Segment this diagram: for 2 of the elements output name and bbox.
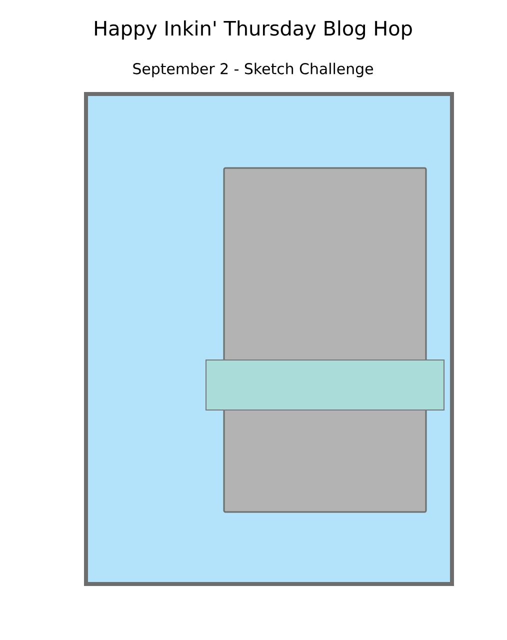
title: Happy Inkin' Thursday Blog Hop bbox=[95, 20, 412, 40]
subtitle: September 2 - Sketch Challenge bbox=[133, 62, 373, 78]
